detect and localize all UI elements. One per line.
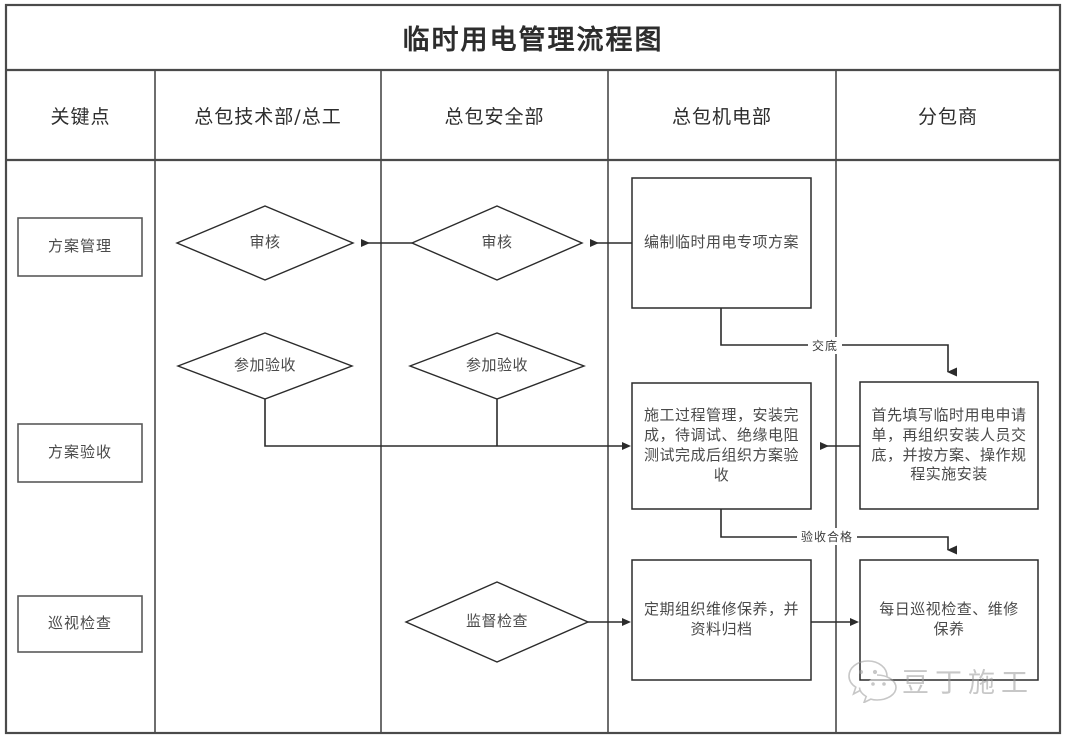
chart-title: 临时用电管理流程图: [402, 25, 664, 56]
table-frame: [4, 3, 1062, 735]
column-header-gc-tech: 总包技术部/总工: [194, 105, 342, 128]
edge-join-acceptance-tech-to-construction: [264, 399, 631, 450]
decision-shapes: [175, 205, 590, 663]
column-header-key-points: 关键点: [50, 105, 111, 128]
column-header-gc-mech-elec: 总包机电部: [671, 105, 772, 128]
column-header-subcontractor: 分包商: [917, 105, 978, 128]
process-shapes: [631, 177, 1039, 681]
column-header-gc-safety: 总包安全部: [444, 105, 545, 128]
edge-label-disclosure: 交底: [808, 337, 843, 354]
key-point-shapes: [17, 217, 143, 653]
edge-label-acceptance-passed: 验收合格: [797, 528, 858, 545]
connectors: [264, 239, 957, 626]
